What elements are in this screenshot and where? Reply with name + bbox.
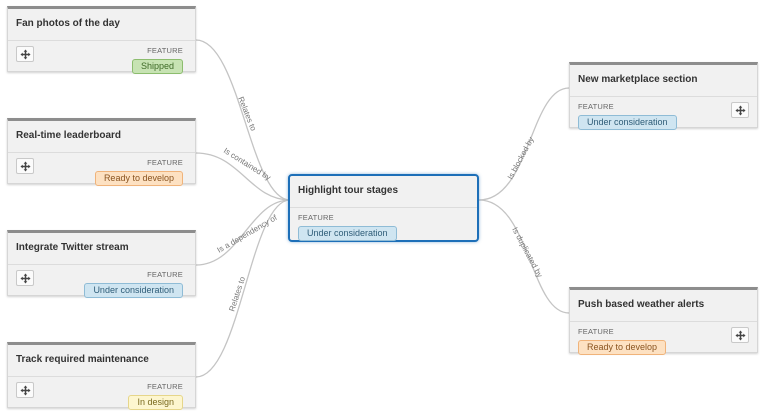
- status-badge: Ready to develop: [94, 171, 183, 186]
- card-body: FEATURE Under consideration: [570, 96, 757, 133]
- card-body: FEATURE Ready to develop: [8, 152, 195, 189]
- card-body: FEATURE Under consideration: [8, 264, 195, 301]
- feature-card-maintenance[interactable]: Track required maintenance FEATURE In de…: [7, 342, 196, 410]
- link-line-right-1: [478, 199, 570, 314]
- feature-card-leaderboard[interactable]: Real-time leaderboard FEATURE Ready to d…: [7, 118, 196, 186]
- link-line-left-3: [195, 199, 291, 378]
- card-title[interactable]: Highlight tour stages: [298, 185, 398, 196]
- card-title[interactable]: Real-time leaderboard: [16, 130, 122, 141]
- feature-card-weather-alerts[interactable]: Push based weather alerts FEATURE Ready …: [569, 287, 758, 355]
- card-title[interactable]: Track required maintenance: [16, 354, 149, 365]
- move-arrows-icon: [19, 48, 31, 60]
- move-button[interactable]: [16, 158, 34, 174]
- status-badge: In design: [128, 395, 183, 410]
- move-button[interactable]: [16, 46, 34, 62]
- card-title[interactable]: New marketplace section: [578, 74, 698, 85]
- feature-card-highlight-tour[interactable]: Highlight tour stages FEATURE Under cons…: [288, 174, 479, 242]
- card-type: FEATURE: [147, 46, 183, 55]
- link-line-left-1: [195, 152, 291, 201]
- link-line-left-0: [195, 39, 291, 201]
- feature-card-fan-photos[interactable]: Fan photos of the day FEATURE Shipped: [7, 6, 196, 74]
- move-arrows-icon: [734, 329, 746, 341]
- link-label-left-3[interactable]: Relates to: [227, 275, 247, 313]
- card-type: FEATURE: [298, 213, 334, 222]
- card-title[interactable]: Integrate Twitter stream: [16, 242, 129, 253]
- link-label-right-1[interactable]: Is duplicated by: [510, 226, 544, 279]
- card-type: FEATURE: [578, 102, 614, 111]
- card-body: FEATURE Ready to develop: [570, 321, 757, 358]
- feature-card-marketplace[interactable]: New marketplace section FEATURE Under co…: [569, 62, 758, 130]
- move-button[interactable]: [731, 327, 749, 343]
- feature-card-twitter[interactable]: Integrate Twitter stream FEATURE Under c…: [7, 230, 196, 298]
- card-type: FEATURE: [147, 382, 183, 391]
- status-badge: Shipped: [131, 59, 183, 74]
- move-arrows-icon: [734, 104, 746, 116]
- link-line-right-0: [478, 87, 570, 201]
- card-type: FEATURE: [147, 158, 183, 167]
- move-arrows-icon: [19, 272, 31, 284]
- move-button[interactable]: [16, 270, 34, 286]
- link-label-left-2[interactable]: Is a dependency of: [216, 213, 280, 255]
- card-title[interactable]: Push based weather alerts: [578, 299, 705, 310]
- status-badge: Under consideration: [298, 226, 397, 241]
- status-badge: Under consideration: [84, 283, 183, 298]
- status-badge: Ready to develop: [578, 340, 667, 355]
- card-body: FEATURE In design: [8, 376, 195, 413]
- card-body: FEATURE Shipped: [8, 40, 195, 77]
- status-badge: Under consideration: [578, 115, 677, 130]
- card-type: FEATURE: [147, 270, 183, 279]
- link-label-right-0[interactable]: Is blocked by: [506, 135, 536, 180]
- card-title[interactable]: Fan photos of the day: [16, 18, 120, 29]
- move-arrows-icon: [19, 384, 31, 396]
- card-body: FEATURE Under consideration: [290, 207, 477, 244]
- move-button[interactable]: [731, 102, 749, 118]
- move-button[interactable]: [16, 382, 34, 398]
- move-arrows-icon: [19, 160, 31, 172]
- link-line-left-2: [195, 199, 291, 266]
- card-type: FEATURE: [578, 327, 614, 336]
